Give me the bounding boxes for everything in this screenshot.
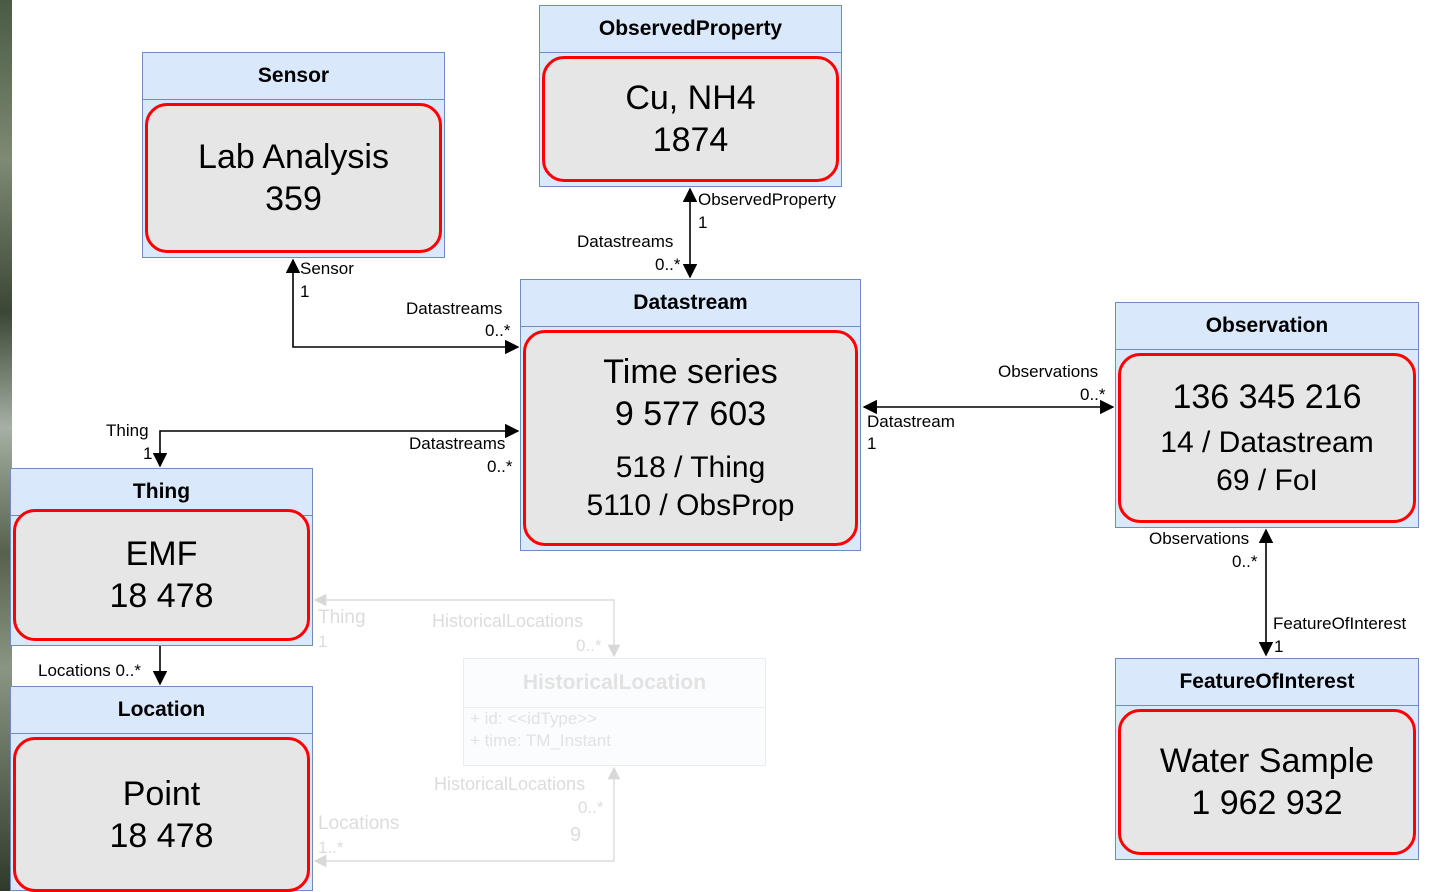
entity-header: Datastream: [521, 280, 860, 327]
card-line: Point: [122, 774, 201, 813]
entity-attribute: + time: TM_Instant: [470, 731, 611, 750]
card-ratio: 5110 / ObsProp: [586, 489, 795, 522]
label-op-ds-mult: 0..*: [655, 255, 681, 274]
label-ds-role: Datastream: [867, 412, 955, 431]
label-hl-mult-top: 0..*: [576, 636, 602, 655]
entity-card: Point 18 478: [13, 737, 310, 892]
card-ratio: 69 / FoI: [1216, 464, 1318, 497]
card-count: 18 478: [109, 577, 214, 615]
label-op-mult: 1: [698, 213, 708, 232]
entity-header: HistoricalLocation: [464, 659, 765, 708]
entity-card: Time series 9 577 603 518 / Thing 5110 /…: [523, 330, 858, 546]
entity-card: 136 345 216 14 / Datastream 69 / FoI: [1118, 353, 1416, 523]
card-count: 1874: [652, 121, 729, 159]
entity-header: ObservedProperty: [540, 6, 841, 53]
entity-location: Location Point 18 478: [10, 686, 313, 892]
card-ratio: 518 / Thing: [615, 451, 766, 484]
entity-observed-property: ObservedProperty Cu, NH4 1874: [539, 5, 842, 187]
card-line: Cu, NH4: [625, 79, 756, 117]
card-count: 359: [265, 180, 322, 218]
label-thing-ds-role: Datastreams: [409, 434, 506, 453]
card-count: 9 577 603: [614, 395, 767, 433]
label-obs-role: Observations: [998, 362, 1099, 381]
label-thing-role: Thing: [106, 421, 149, 440]
label-sensor-ds-role: Datastreams: [406, 299, 503, 318]
label-foi-obs-mult: 0..*: [1232, 552, 1258, 571]
connector-thing-historical-faded: [313, 593, 621, 658]
entity-card: Cu, NH4 1874: [542, 56, 839, 182]
connector-location-historical-faded: [313, 766, 621, 868]
card-count: 1 962 932: [1191, 784, 1343, 822]
label-foi-obs-role: Observations: [1149, 529, 1250, 548]
label-foi-mult: 1: [1274, 637, 1284, 656]
entity-feature-of-interest: FeatureOfInterest Water Sample 1 962 932: [1115, 658, 1419, 860]
card-count: 136 345 216: [1172, 378, 1362, 416]
entity-observation: Observation 136 345 216 14 / Datastream …: [1115, 302, 1419, 528]
label-sensor-ds-mult: 0..*: [485, 321, 511, 340]
entity-historical-location-faded: HistoricalLocation + id: <<idType>> + ti…: [463, 658, 766, 766]
card-line: Water Sample: [1159, 742, 1375, 780]
label-hl-role-bottom: HistoricalLocations: [434, 774, 586, 794]
label-hl-nine: 9: [570, 824, 582, 846]
entity-datastream: Datastream Time series 9 577 603 518 / T…: [520, 279, 861, 551]
label-thing-ds-mult: 0..*: [487, 457, 513, 476]
entity-card: EMF 18 478: [13, 509, 310, 641]
card-count: 18 478: [109, 816, 214, 855]
entity-card: Water Sample 1 962 932: [1118, 709, 1416, 855]
label-hl-locations-role: Locations: [318, 813, 400, 834]
label-ds-mult: 1: [867, 434, 877, 453]
label-obs-mult: 0..*: [1080, 385, 1106, 404]
entity-attribute: + id: <<idType>>: [470, 709, 598, 728]
entity-header: Location: [11, 687, 312, 734]
label-hl-locations-mult: 1..*: [318, 838, 344, 857]
background-photo-edge: [0, 0, 12, 891]
card-line: EMF: [125, 535, 198, 573]
entity-sensor: Sensor Lab Analysis 359: [142, 52, 445, 258]
label-op-role: ObservedProperty: [698, 190, 836, 209]
label-locations-role: Locations 0..*: [38, 661, 142, 680]
label-hl-thing-role: Thing: [318, 607, 366, 628]
label-sensor-mult: 1: [300, 282, 310, 301]
connector-thing-datastream: [152, 423, 520, 468]
label-hl-thing-mult: 1: [318, 632, 328, 651]
label-sensor-role: Sensor: [300, 259, 354, 278]
entity-card: Lab Analysis 359: [145, 103, 442, 253]
entity-thing: Thing EMF 18 478: [10, 468, 313, 646]
card-ratio: 14 / Datastream: [1160, 426, 1374, 459]
label-thing-mult: 1: [143, 444, 153, 463]
label-hl-role-top: HistoricalLocations: [432, 611, 584, 631]
entity-header: FeatureOfInterest: [1116, 659, 1418, 706]
entity-header: Observation: [1116, 303, 1418, 350]
label-hl-mult-bottom: 0..*: [578, 798, 604, 817]
card-line: Time series: [603, 353, 778, 391]
label-foi-role: FeatureOfInterest: [1273, 614, 1407, 633]
label-op-ds-role: Datastreams: [577, 232, 674, 251]
connector-sensor-datastream: [285, 258, 520, 355]
entity-header: Sensor: [143, 53, 444, 100]
card-line: Lab Analysis: [198, 138, 389, 176]
